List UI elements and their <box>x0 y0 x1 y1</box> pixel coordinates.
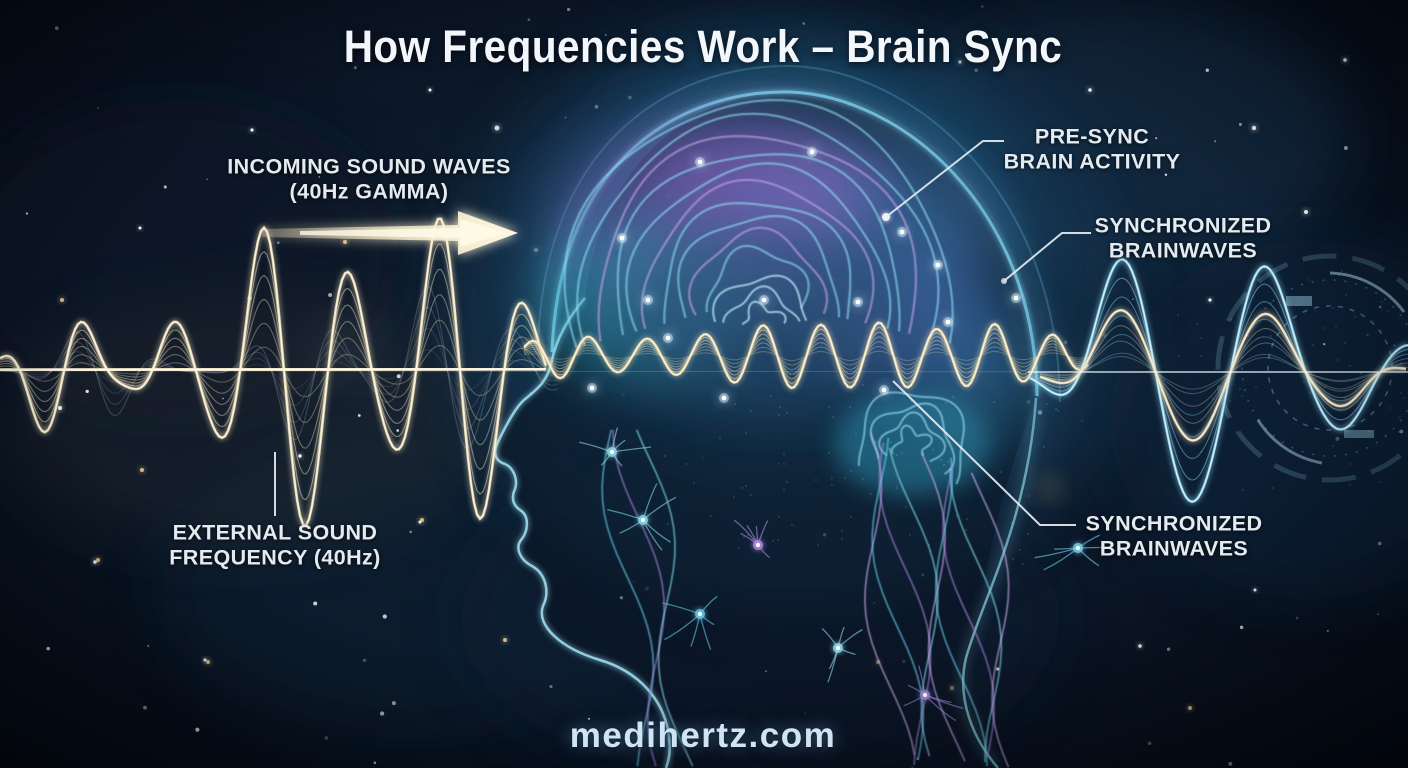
label-pre-sync-brain-activity: PRE-SYNC BRAIN ACTIVITY <box>1004 125 1181 176</box>
label-line: (40Hz GAMMA) <box>289 180 449 204</box>
label-synchronized-brainwaves-top: SYNCHRONIZED BRAINWAVES <box>1095 214 1272 265</box>
label-line: EXTERNAL SOUND <box>172 520 378 545</box>
leader-line-pre-sync <box>885 140 1004 218</box>
label-synchronized-brainwaves-bottom: SYNCHRONIZED BRAINWAVES <box>1086 512 1263 563</box>
label-incoming-sound-waves: INCOMING SOUND WAVES (40Hz GAMMA) <box>227 155 511 206</box>
label-line: INCOMING SOUND WAVES <box>227 154 511 179</box>
label-line: BRAINWAVES <box>1108 239 1258 263</box>
arrow-core <box>300 219 506 247</box>
watermark-url: medihertz.com <box>569 716 837 755</box>
arrow-right-icon <box>262 211 518 255</box>
label-line: BRAIN ACTIVITY <box>1003 150 1181 174</box>
leader-line-sync-top <box>1003 232 1091 282</box>
label-line: SYNCHRONIZED <box>1094 213 1272 238</box>
label-line: BRAINWAVES <box>1099 537 1249 561</box>
leader-dot-sync-top <box>1001 278 1007 284</box>
label-line: SYNCHRONIZED <box>1085 511 1263 536</box>
page-title: How Frequencies Work – Brain Sync <box>343 21 1063 72</box>
label-line: FREQUENCY (40Hz) <box>169 546 381 570</box>
leader-dot-pre-sync <box>882 213 890 221</box>
leader-line-sync-bottom <box>892 380 1076 526</box>
label-line: PRE-SYNC <box>1034 124 1150 149</box>
annotation-lines <box>274 140 1091 526</box>
label-external-sound-frequency: EXTERNAL SOUND FREQUENCY (40Hz) <box>169 521 380 572</box>
